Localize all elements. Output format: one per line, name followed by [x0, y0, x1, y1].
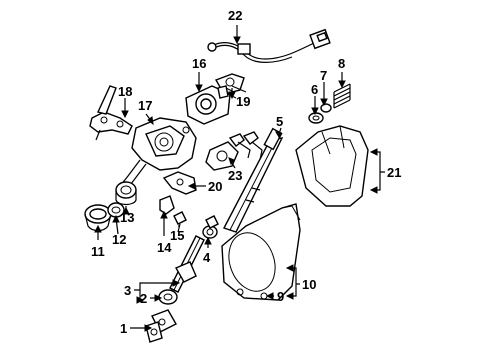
callout-16: 16	[192, 56, 206, 71]
callout-13: 13	[120, 210, 134, 225]
part-7-ring	[320, 103, 332, 113]
callout-12: 12	[112, 232, 126, 247]
callout-21: 21	[387, 165, 401, 180]
part-20-clamp	[162, 171, 197, 195]
part-12-seal-ring	[107, 202, 125, 218]
callout-18: 18	[118, 84, 132, 99]
part-10-lower-cover	[221, 203, 301, 301]
callout-23: 23	[228, 168, 242, 183]
callout-4: 4	[203, 250, 211, 265]
part-23-lock-cylinder-keys	[205, 131, 263, 171]
part-15-pin	[173, 211, 187, 233]
part-13-collar	[115, 181, 137, 206]
callout-10: 10	[302, 277, 316, 292]
part-2-bushing	[158, 289, 178, 305]
callout-20: 20	[208, 179, 222, 194]
part-21-upper-cover	[295, 125, 369, 207]
callout-17: 17	[138, 98, 152, 113]
part-1-universal-joint	[145, 309, 177, 343]
arrowheads	[94, 36, 378, 332]
part-3-intermediate-shaft	[169, 235, 205, 293]
callout-15: 15	[170, 228, 184, 243]
part-4-coupling	[202, 215, 219, 239]
callout-22: 22	[228, 8, 242, 23]
part-14-clip	[159, 195, 175, 215]
callout-19: 19	[236, 94, 250, 109]
callout-3: 3	[124, 283, 131, 298]
part-17-upper-column-housing	[119, 117, 197, 191]
callout-labels: 22 16 19 18 17 5 6 7 8 23 21 20 13 11 12…	[91, 8, 401, 336]
callout-6: 6	[311, 82, 318, 97]
part-11-boot	[84, 204, 112, 232]
part-18-bracket	[89, 85, 133, 141]
callout-14: 14	[157, 240, 172, 255]
part-19-connector	[217, 85, 237, 99]
callout-5: 5	[276, 114, 283, 129]
part-6-washer	[308, 112, 324, 124]
callout-7: 7	[320, 68, 327, 83]
callout-9: 9	[277, 289, 284, 304]
callout-8: 8	[338, 56, 345, 71]
callout-11: 11	[91, 244, 105, 259]
callout-1: 1	[120, 321, 127, 336]
callout-2: 2	[140, 291, 147, 306]
part-22-wire-harness	[207, 28, 331, 63]
